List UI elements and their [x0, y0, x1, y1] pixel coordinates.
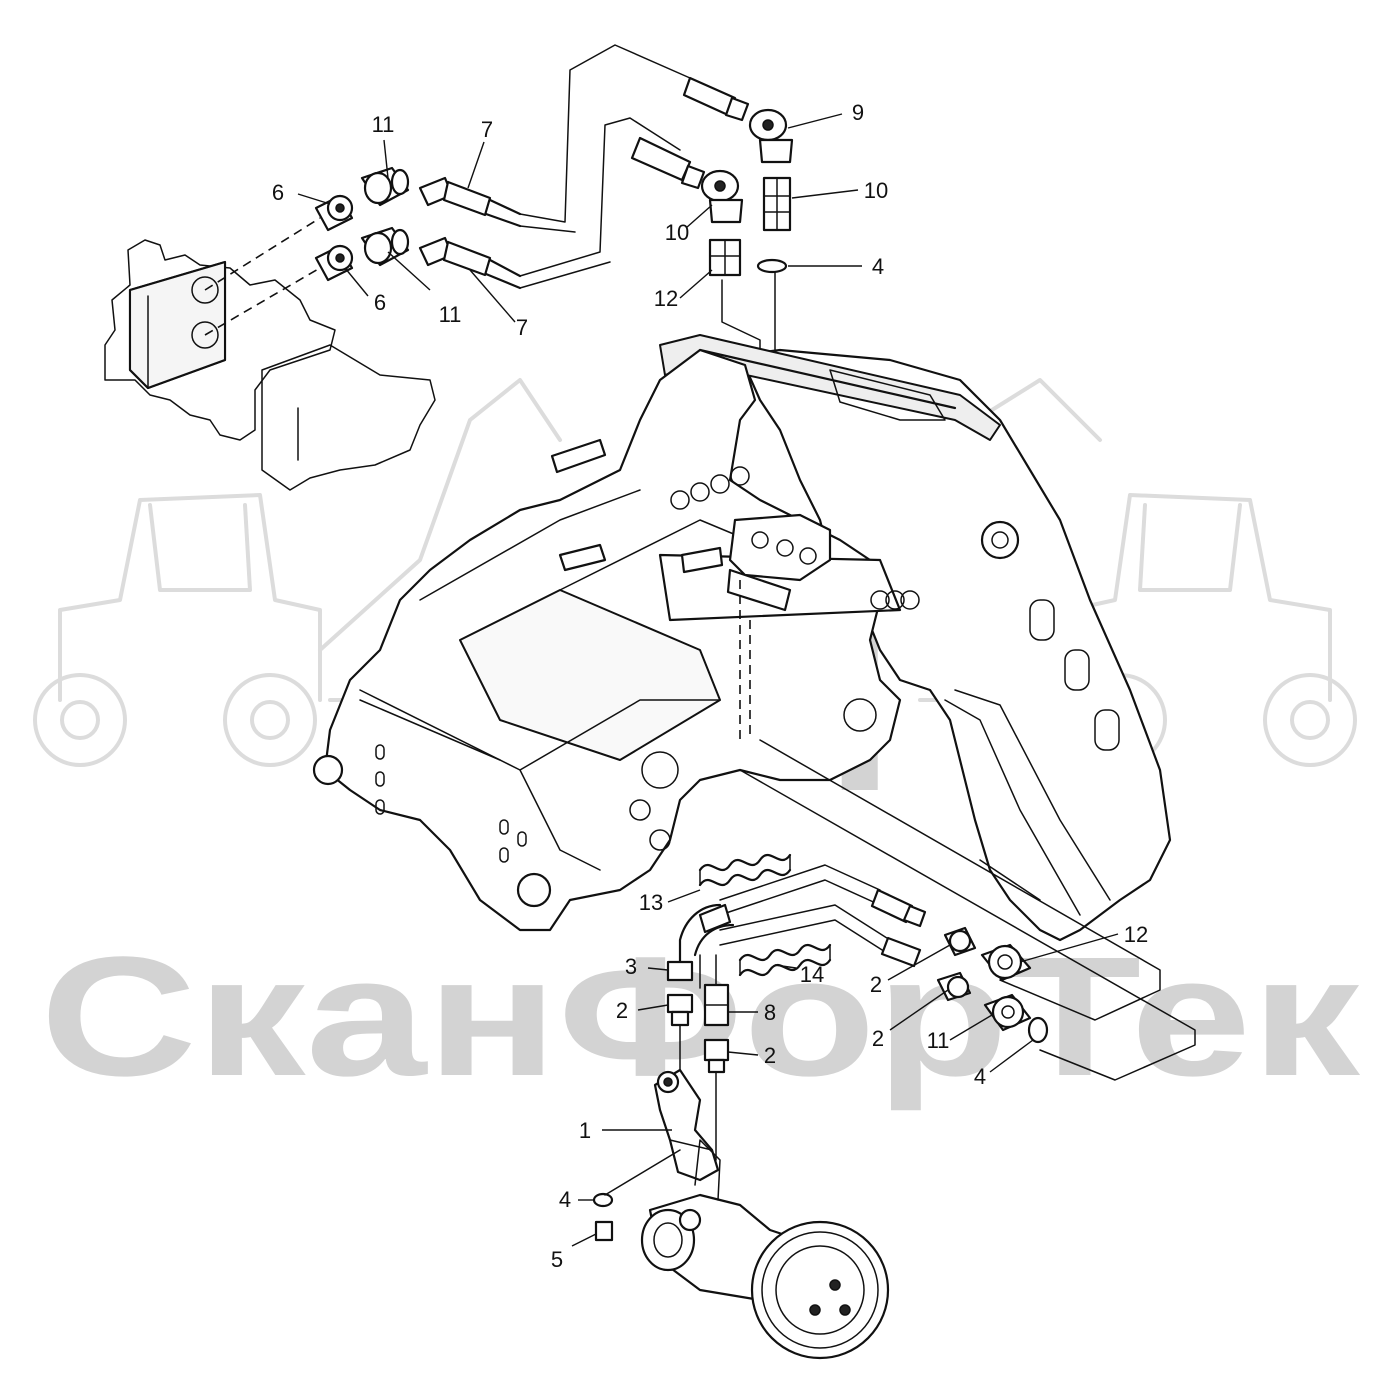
- assembly-axis-6a: [204, 217, 321, 291]
- o-ring-4-upper: [756, 258, 788, 274]
- callout-4-upper: 4: [872, 254, 884, 279]
- callout-8: 8: [764, 1000, 776, 1025]
- elbow-fitting-11-upper: [360, 166, 410, 207]
- line-route-cylinder-seal: [604, 1149, 681, 1196]
- watermark-wordmark: СканФорТек: [40, 922, 1361, 1112]
- hose-to-elbow-9-lower: [630, 136, 706, 190]
- callout-10-upper: 10: [864, 178, 888, 203]
- straight-fitting-2-upper-right: [943, 926, 977, 957]
- callout-10-lower: 11: [927, 1028, 950, 1053]
- hose-route-upper: [519, 44, 691, 233]
- adapter-fitting-10-lower: [983, 993, 1032, 1032]
- straight-fitting-2-middle: [703, 1038, 730, 1074]
- line-route-lower-right: [759, 739, 1161, 1021]
- fitting-3: [666, 960, 694, 982]
- hose-route-lower: [519, 117, 681, 289]
- callout-5: 5: [551, 1247, 563, 1272]
- callout-2-left: 2: [616, 998, 628, 1023]
- callout-13: 13: [639, 890, 663, 915]
- callout-9-lower: 10: [665, 220, 689, 245]
- hose-7-lower: [418, 236, 522, 290]
- adapter-fitting-12-upper: [708, 238, 742, 277]
- callout-7-upper: 7: [481, 117, 493, 142]
- callout-14: 14: [800, 962, 824, 987]
- tube-fitting-8: [703, 983, 730, 1027]
- callout-3: 3: [625, 954, 637, 979]
- elbow-fitting-9-upper: [748, 108, 794, 164]
- callout-11-lower: 11: [439, 302, 462, 327]
- callout-12-lower: 12: [1124, 922, 1148, 947]
- callout-11-upper: 11: [372, 112, 395, 137]
- hose-lower-curved: [678, 903, 735, 989]
- hose-to-elbow-9-upper: [682, 76, 750, 122]
- adapter-fitting-12-lower: [980, 943, 1032, 982]
- hose-7-upper: [418, 176, 522, 228]
- callout-labels: 6 6 11 11 7 7 9 10 10 4 12 13 14 12 2 2 …: [272, 100, 1148, 1272]
- line-route-lower-right-2: [739, 769, 1196, 1081]
- callout-6-lower: 6: [374, 290, 386, 315]
- elbow-fitting-9-lower: [700, 169, 744, 224]
- elbow-fitting-11-lower: [360, 226, 410, 267]
- adapter-fitting-6-lower: [314, 244, 354, 282]
- machine-frame: [312, 334, 1172, 942]
- straight-fitting-2-lower-right: [936, 971, 972, 1002]
- callout-2-lower-right: 2: [872, 1026, 884, 1051]
- hydraulic-valve-block: [104, 239, 436, 491]
- straight-fitting-2-left: [666, 993, 694, 1027]
- callout-12-upper: 12: [654, 286, 678, 311]
- hose-upper-right-lower-section: [719, 864, 927, 928]
- hose-clamp-13: [698, 853, 792, 887]
- callout-7-lower: 7: [516, 315, 528, 340]
- callout-6-upper: 6: [272, 180, 284, 205]
- o-ring-4-lower-right: [1027, 1016, 1049, 1044]
- callout-2-upper-right: 2: [870, 972, 882, 997]
- adapter-fitting-10-upper: [762, 176, 792, 232]
- callout-9-upper: 9: [852, 100, 864, 125]
- leader-lines: [297, 113, 1119, 1247]
- hydraulic-cylinder-1: [653, 1068, 720, 1182]
- plug-5: [594, 1220, 614, 1242]
- assembly-axis-6b: [204, 267, 321, 336]
- callout-2-middle: 2: [764, 1043, 776, 1068]
- adapter-fitting-6-upper: [314, 194, 354, 232]
- hose-clamp-14: [738, 943, 832, 977]
- callout-4-lower-left: 4: [559, 1187, 571, 1212]
- callout-4-lower-right: 4: [974, 1064, 986, 1089]
- drive-motor-hub: [640, 1139, 890, 1360]
- callout-1: 1: [579, 1118, 591, 1143]
- o-ring-4-lower-left: [592, 1192, 614, 1208]
